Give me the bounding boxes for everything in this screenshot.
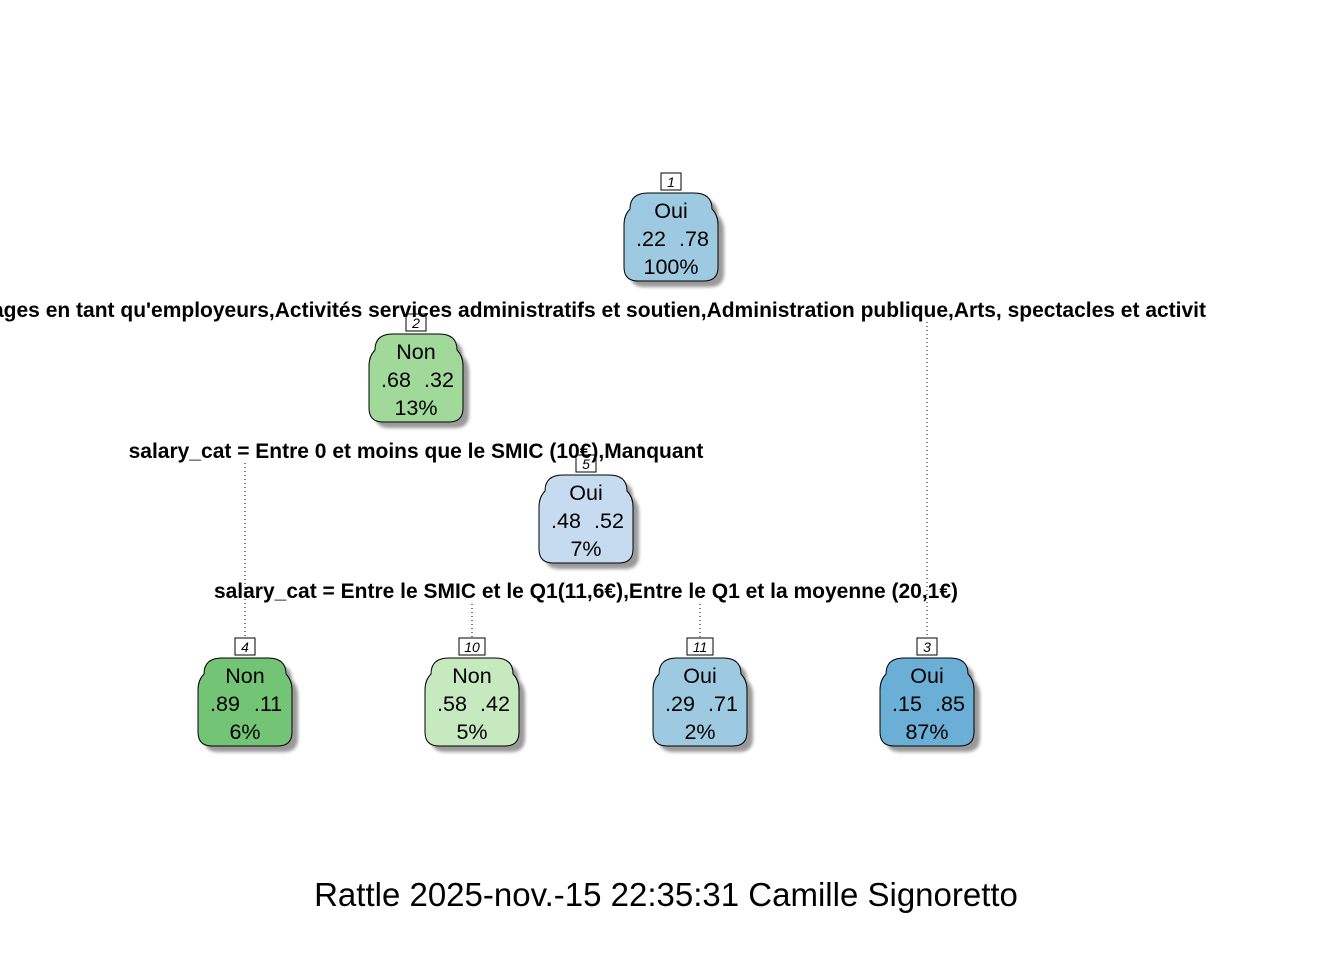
node-prob-non: .58 (437, 692, 467, 716)
split-label-node-1: ages en tant qu'employeurs,Activités ser… (0, 299, 1206, 322)
node-class-label: Oui (654, 199, 687, 223)
node-class-label: Non (452, 664, 491, 688)
tree-nodes: 1Oui.22.78100%2Non.68.3213%5Oui.48.527%4… (197, 172, 980, 752)
node-id-label: 11 (693, 639, 708, 655)
split-labels: ages en tant qu'employeurs,Activités ser… (0, 299, 1206, 603)
node-box (879, 657, 975, 747)
node-id-tag (405, 313, 427, 332)
node-id-label: 5 (582, 456, 590, 472)
node-prob-oui: .78 (679, 227, 709, 251)
node-box (368, 333, 464, 423)
node-box (623, 192, 719, 282)
node-percent: 6% (229, 720, 260, 744)
node-percent: 13% (394, 396, 437, 420)
node-class-label: Oui (683, 664, 716, 688)
node-prob-non: .15 (892, 692, 922, 716)
node-prob-oui: .52 (594, 509, 624, 533)
node-percent: 2% (684, 720, 715, 744)
node-id-tag (916, 637, 938, 656)
node-box (538, 474, 634, 564)
node-id-tag (458, 637, 486, 656)
node-prob-non: .89 (210, 692, 240, 716)
node-id-label: 4 (241, 639, 249, 655)
node-prob-oui: .11 (254, 692, 282, 716)
node-id-tag (686, 637, 714, 656)
node-prob-non: .22 (636, 227, 666, 251)
tree-edges (244, 322, 928, 640)
node-prob-oui: .85 (935, 692, 965, 716)
node-percent: 5% (456, 720, 487, 744)
footer-caption: Rattle 2025-nov.-15 22:35:31 Camille Sig… (314, 876, 1018, 913)
node-id-tag (575, 454, 597, 473)
node-prob-non: .29 (665, 692, 695, 716)
node-box (197, 657, 293, 747)
node-prob-oui: .71 (708, 692, 738, 716)
node-percent: 100% (644, 255, 699, 279)
node-class-label: Non (225, 664, 264, 688)
node-box (424, 657, 520, 747)
split-label-node-5: salary_cat = Entre le SMIC et le Q1(11,6… (214, 580, 958, 603)
node-prob-non: .68 (381, 368, 411, 392)
node-id-label: 2 (411, 315, 420, 331)
node-id-tag (660, 172, 682, 191)
split-label-node-2: salary_cat = Entre 0 et moins que le SMI… (129, 440, 704, 463)
node-id-label: 1 (667, 174, 675, 190)
node-id-label: 10 (464, 639, 480, 655)
node-class-label: Oui (910, 664, 943, 688)
node-prob-non: .48 (551, 509, 581, 533)
node-id-tag (234, 637, 256, 656)
node-id-label: 3 (923, 639, 931, 655)
node-box (652, 657, 748, 747)
node-prob-oui: .32 (424, 368, 454, 392)
node-class-label: Non (396, 340, 435, 364)
node-percent: 87% (905, 720, 948, 744)
node-prob-oui: .42 (480, 692, 510, 716)
node-class-label: Oui (569, 481, 602, 505)
node-percent: 7% (570, 537, 601, 561)
